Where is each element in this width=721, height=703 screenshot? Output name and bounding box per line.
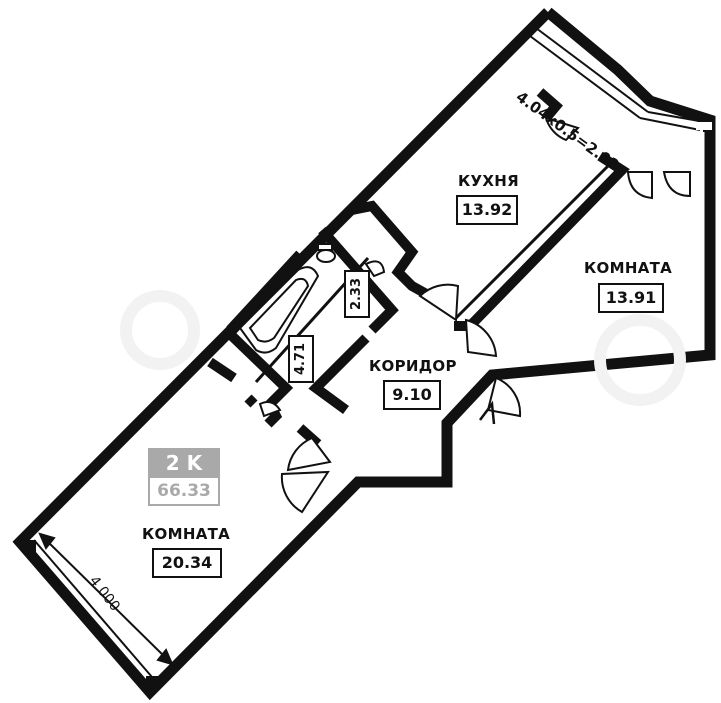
total-area-badge: 66.33	[148, 478, 220, 506]
left-window	[25, 539, 159, 691]
outer-walls	[12, 7, 716, 701]
kitchen-area: 13.92	[456, 195, 518, 225]
bathroom-area: 4.71	[288, 335, 314, 383]
entrance-arrow-icon	[479, 400, 496, 425]
toilet-icon	[316, 243, 336, 263]
bathtub-icon	[238, 266, 320, 354]
apartment-type-badge: 2 K	[148, 448, 220, 478]
dimension-line	[38, 532, 174, 666]
room-right-name: КОМНАТА	[584, 259, 673, 277]
door-swings	[280, 116, 691, 514]
corridor-name: КОРИДОР	[369, 357, 457, 375]
room-left-name: КОМНАТА	[142, 525, 231, 543]
corridor-area: 9.10	[383, 380, 441, 410]
kitchen-name: КУХНЯ	[458, 172, 519, 190]
watermark-shape	[120, 290, 686, 406]
room-right-area: 13.91	[598, 283, 664, 313]
room-left-area: 20.34	[152, 548, 222, 578]
sink-icon	[258, 260, 386, 418]
wc-area: 2.33	[344, 270, 370, 318]
